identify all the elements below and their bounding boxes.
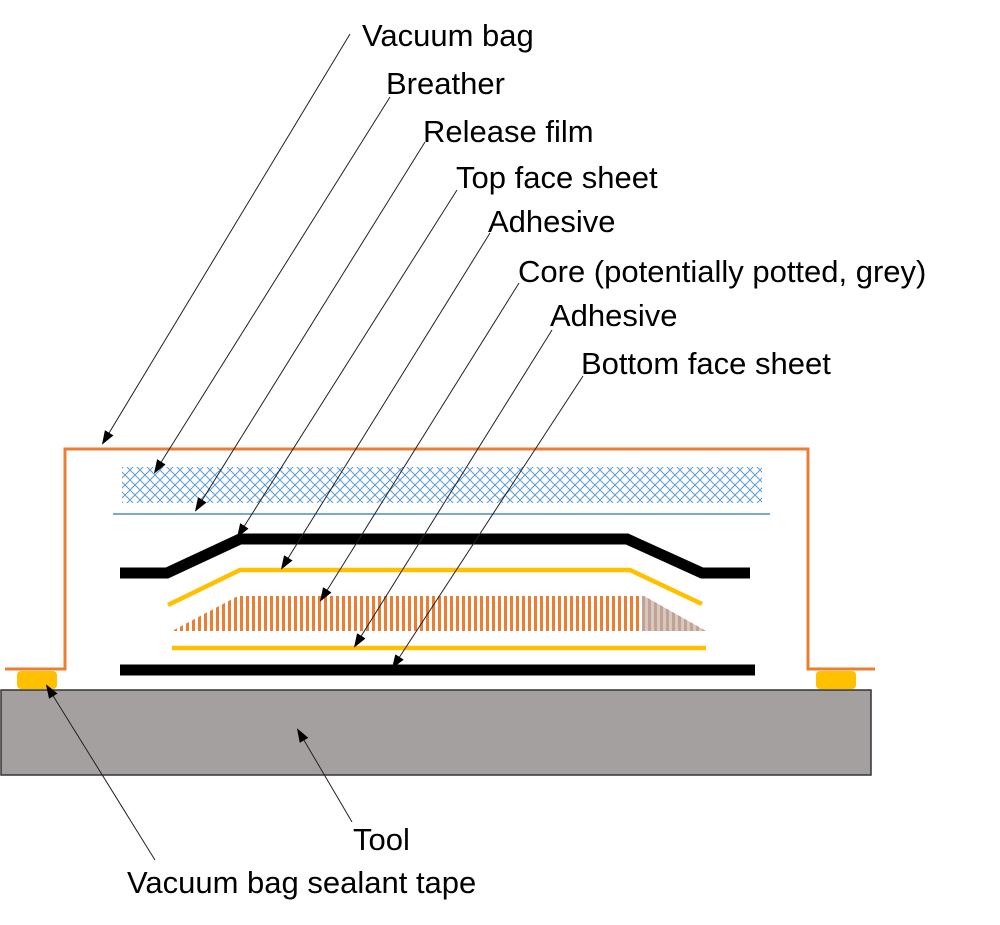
label-top-face-sheet: Top face sheet	[456, 160, 658, 195]
vacuum-bag	[5, 447, 875, 671]
label-adhesive-bottom: Adhesive	[550, 298, 678, 333]
leader-adhesive-bottom	[353, 329, 553, 648]
leader-sealant-tape	[45, 684, 156, 861]
tool	[0, 689, 872, 776]
core-potted-edge	[642, 596, 706, 631]
leader-top-face-sheet	[236, 189, 458, 538]
adhesive-top	[167, 567, 703, 608]
label-bottom-face-sheet: Bottom face sheet	[581, 346, 831, 381]
label-adhesive-top: Adhesive	[488, 204, 616, 239]
leader-core	[319, 282, 520, 602]
sealant-tape-right	[816, 671, 856, 689]
leader-vacuum-bag	[101, 33, 351, 445]
label-vacuum-bag: Vacuum bag	[362, 18, 534, 53]
top-face-sheet	[120, 533, 750, 579]
leader-release-film	[194, 141, 426, 512]
leader-breather	[153, 96, 391, 474]
core	[172, 596, 706, 631]
leader-adhesive-top	[280, 232, 491, 570]
label-tool: Tool	[353, 822, 410, 857]
label-core: Core (potentially potted, grey)	[518, 254, 926, 289]
label-sealant-tape: Vacuum bag sealant tape	[127, 865, 476, 900]
label-breather: Breather	[386, 66, 505, 101]
leader-bottom-face-sheet	[391, 375, 584, 669]
sealant-tape-left	[17, 671, 57, 689]
leader-tool	[296, 728, 353, 823]
label-release-film: Release film	[423, 114, 594, 149]
breather	[122, 467, 762, 503]
